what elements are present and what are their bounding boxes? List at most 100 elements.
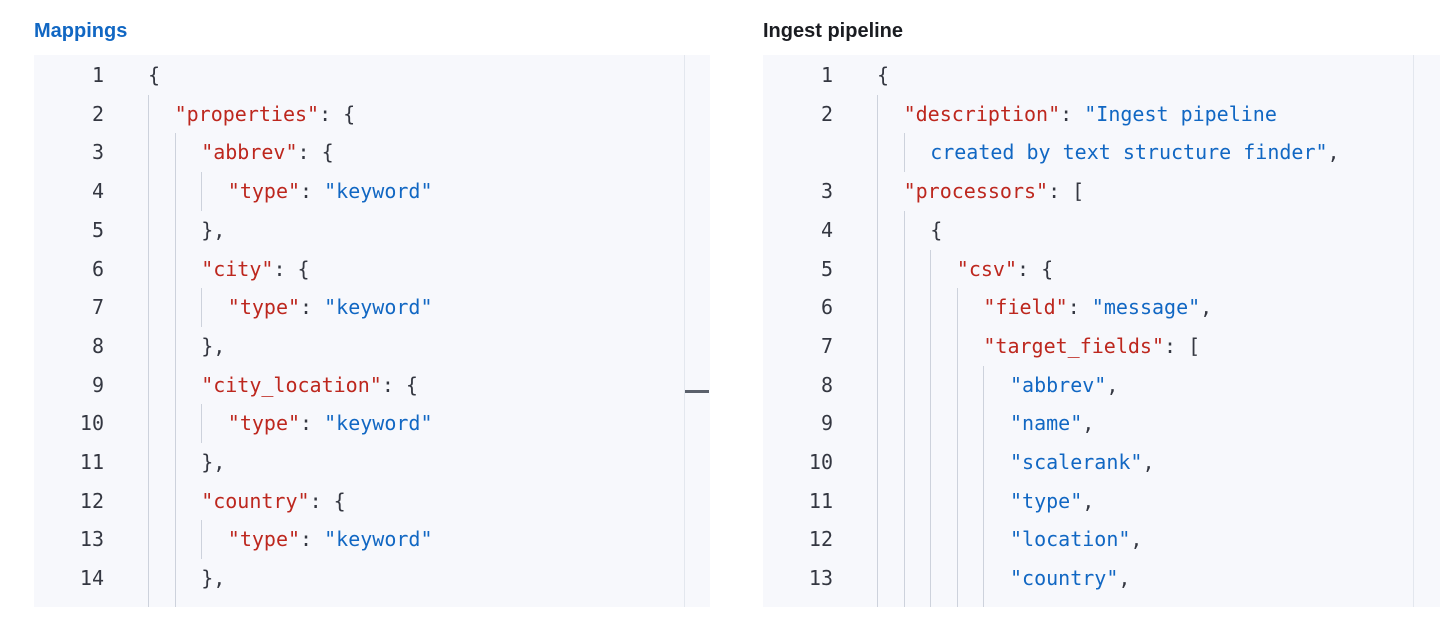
line-number: 12: [79, 488, 104, 513]
code-text: "abbrev": {: [201, 133, 333, 172]
code-text: "target_fields": [: [983, 327, 1200, 366]
json-punctuation: :: [300, 527, 325, 552]
line-number: 7: [91, 295, 104, 320]
code-text: {: [930, 211, 942, 250]
code-line: 7"type": "keyword": [34, 288, 710, 327]
code-text: },: [201, 327, 225, 366]
code-line: 5},: [34, 211, 710, 250]
code-text: created by text structure finder",: [930, 133, 1339, 172]
code-line: 13 "country",: [763, 559, 1440, 598]
json-punctuation: ,: [1106, 372, 1119, 397]
line-number: 9: [820, 411, 833, 436]
code-line: 8 "abbrev",: [763, 366, 1440, 405]
code-line: 11},: [34, 443, 710, 482]
json-punctuation: ,: [1130, 527, 1143, 552]
code-line: 12"location",: [763, 520, 1440, 559]
line-number: 10: [79, 411, 104, 436]
json-key: "type": [227, 411, 301, 436]
code-line: 1{: [34, 56, 710, 95]
scrollbar-thumb[interactable]: [685, 390, 709, 393]
code-text: "type": "keyword": [228, 404, 433, 443]
indent-guide: [201, 404, 203, 443]
code-text: "type": "keyword": [228, 520, 433, 559]
json-key: "type": [227, 527, 301, 552]
code-line: 9 "city_location": {: [34, 366, 710, 405]
line-number: 4: [91, 179, 104, 204]
json-punctuation: : {: [309, 488, 346, 513]
json-key: "description": [903, 101, 1061, 126]
json-string: created by text structure finder": [930, 140, 1328, 165]
json-string: "abbrev": [1010, 372, 1107, 397]
code-line: 10"scalerank",: [763, 443, 1440, 482]
code-text: "location",: [1010, 520, 1142, 559]
indent-guide: [201, 172, 203, 211]
code-text: "type": "keyword": [228, 172, 433, 211]
json-string: "keyword": [324, 295, 433, 320]
json-string: "country": [1010, 566, 1119, 591]
json-string: "keyword": [324, 527, 433, 552]
line-number: 11: [808, 488, 833, 513]
code-line: 6"field": "message",: [763, 288, 1440, 327]
indent-guide: [148, 94, 149, 607]
code-text: },: [201, 559, 225, 598]
json-key: "abbrev": [201, 140, 298, 165]
code-line: 10 "type": "keyword": [34, 404, 710, 443]
mappings-title[interactable]: Mappings: [34, 20, 128, 42]
indent-guide: [903, 210, 905, 607]
line-number: 3: [820, 179, 833, 204]
code-text: "abbrev",: [1010, 366, 1118, 405]
code-line: 14},: [34, 559, 710, 598]
code-text: "processors": [: [904, 172, 1085, 211]
json-key: "type": [227, 179, 301, 204]
line-number: 14: [79, 566, 104, 591]
code-line: 4 "type": "keyword": [34, 172, 710, 211]
code-line: 7"target_fields": [: [763, 327, 1440, 366]
json-punctuation: : [: [1048, 179, 1085, 204]
line-number: 9: [91, 372, 104, 397]
json-punctuation: },: [201, 566, 226, 591]
json-key: "city": [201, 256, 274, 281]
json-key: "processors": [903, 179, 1049, 204]
code-text: "country",: [1010, 559, 1130, 598]
code-line: 5 "csv": {: [763, 250, 1440, 289]
indent-guide: [201, 288, 203, 327]
json-punctuation: },: [201, 217, 226, 242]
line-number: 5: [820, 256, 833, 281]
line-number: 3: [91, 140, 104, 165]
json-punctuation: : {: [381, 372, 418, 397]
json-punctuation: : {: [1017, 256, 1054, 281]
json-string: "keyword": [324, 179, 433, 204]
json-punctuation: ,: [1118, 566, 1131, 591]
code-line: 11 "type",: [763, 482, 1440, 521]
code-text: {: [877, 56, 889, 95]
json-key: "country": [201, 488, 310, 513]
code-text: "type",: [1010, 482, 1094, 521]
indent-guide: [930, 249, 932, 607]
json-punctuation: ,: [1142, 450, 1155, 474]
code-text: "city": {: [201, 250, 309, 289]
line-number: 6: [91, 256, 104, 281]
line-number: 13: [808, 566, 833, 591]
line-number: 2: [91, 101, 104, 126]
code-text: "properties": {: [175, 95, 356, 134]
mappings-code-editor[interactable]: 1{2"properties": {3"abbrev": {4"type": "…: [34, 55, 710, 607]
code-text: "city_location": {: [201, 366, 418, 405]
indent-guide: [174, 133, 176, 607]
json-string: "name": [1010, 411, 1083, 436]
json-punctuation: ,: [1082, 411, 1095, 436]
json-string: "location": [1010, 527, 1131, 552]
indent-guide: [983, 365, 985, 607]
editor-right-border: [684, 55, 685, 607]
json-key: "csv": [956, 256, 1018, 281]
json-string: "keyword": [324, 411, 433, 436]
line-number: 8: [91, 333, 104, 358]
json-punctuation: :: [1067, 295, 1092, 320]
json-string: "message": [1091, 295, 1201, 320]
code-text: "country": {: [201, 482, 346, 521]
line-number: 1: [91, 63, 104, 87]
code-text: {: [148, 56, 160, 95]
line-number: 8: [820, 372, 833, 397]
code-text: "scalerank",: [1010, 443, 1155, 482]
json-key: "city_location": [201, 372, 382, 397]
